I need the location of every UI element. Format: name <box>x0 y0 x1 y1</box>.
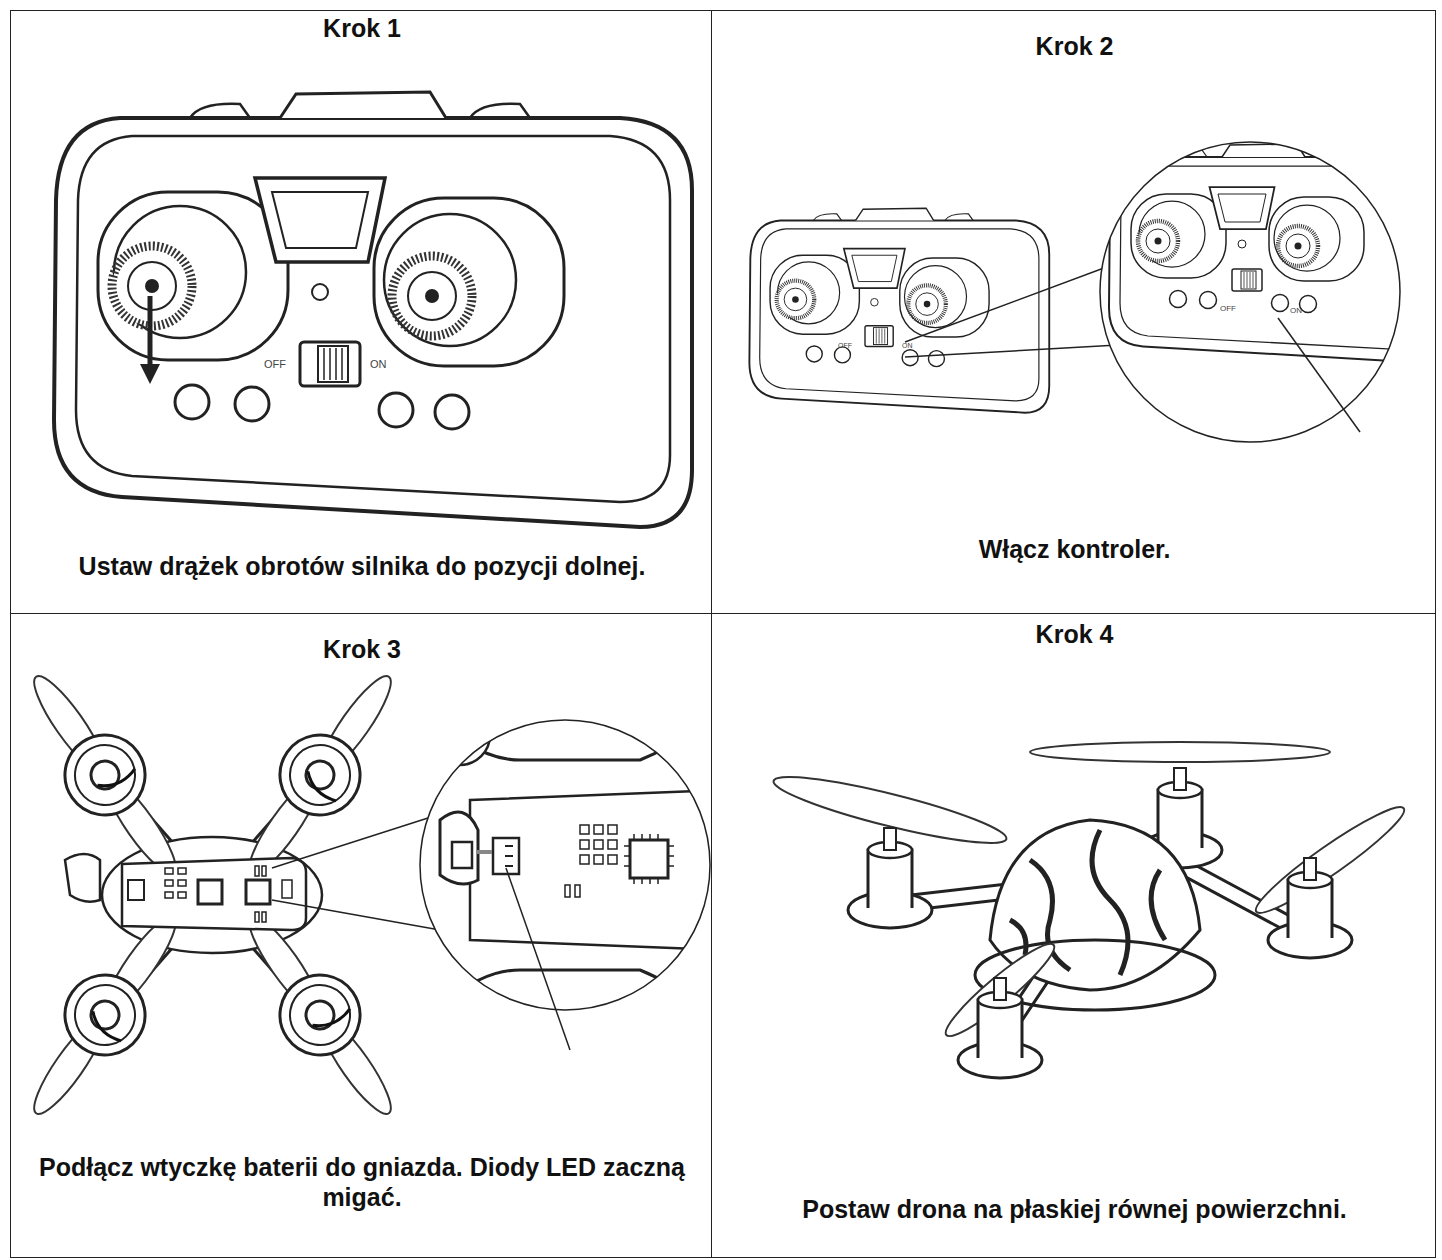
circuit-board <box>122 858 306 930</box>
rotor <box>1268 858 1352 958</box>
drone-perspective <box>770 742 1412 1078</box>
rotor-side-view <box>958 978 1042 1078</box>
rotor <box>3 654 206 896</box>
plug-arrow <box>476 850 492 854</box>
step-heading: Krok 3 <box>11 634 713 664</box>
switch-label: ON <box>370 358 387 370</box>
motor-guard <box>430 705 490 765</box>
rotor-side-view <box>1268 858 1352 958</box>
step-panel: Krok 4 Postaw drona na płaskiej równej po… <box>711 613 1436 1258</box>
battery-socket <box>128 880 144 900</box>
rotor-top-view <box>3 654 206 896</box>
step-panel: Krok 2 Włącz kontroler. <box>711 10 1436 614</box>
step-caption: Podłącz wtyczkę baterii do gniazda. Diod… <box>21 1152 703 1212</box>
zoom-content <box>1109 144 1428 362</box>
zoom-content <box>420 700 720 1030</box>
throttle-arrow-shaft <box>148 296 153 368</box>
step-caption: Postaw drona na płaskiej równej powierzc… <box>712 1194 1437 1224</box>
rotor <box>3 894 206 1136</box>
step-panel: Krok 3 Podłącz wtyczkę baterii do gniazda… <box>10 613 712 1258</box>
switch-label: OFF <box>264 358 286 370</box>
smd-components <box>565 825 617 897</box>
chip <box>198 880 222 904</box>
switch-label: OFF <box>1220 304 1236 313</box>
controller-illustration <box>1109 144 1428 362</box>
zoom-leader <box>272 900 440 930</box>
throttle-arrow-head <box>140 364 160 384</box>
battery-lead <box>440 812 478 884</box>
drone-top-view <box>3 654 421 1136</box>
circuit-board <box>470 790 720 950</box>
zoom-leader <box>905 262 1120 342</box>
zoom-circle <box>420 720 710 1010</box>
controller-illustration <box>54 92 692 527</box>
battery-plug <box>452 842 472 868</box>
step-heading: Krok 2 <box>712 31 1437 61</box>
zoom-circle <box>1100 142 1400 442</box>
chip-pins <box>624 834 674 884</box>
step-heading: Krok 1 <box>11 13 713 43</box>
smd-components <box>165 866 292 922</box>
battery-lead <box>65 854 100 902</box>
step-heading: Krok 4 <box>712 619 1437 649</box>
step-caption: Włącz kontroler. <box>712 534 1437 564</box>
rotor-top-view <box>3 894 206 1136</box>
switch-label: ON <box>902 342 913 349</box>
switch-label: ON <box>1290 306 1302 315</box>
drone-hull <box>102 837 322 953</box>
controller-illustration <box>749 208 1049 412</box>
rotor <box>848 828 932 928</box>
chip <box>630 840 668 878</box>
rotor-side-view <box>848 828 932 928</box>
switch-label: OFF <box>838 342 852 349</box>
step-caption: Ustaw drążek obrotów silnika do pozycji … <box>11 551 713 581</box>
chip <box>246 880 270 904</box>
zoom-leader <box>905 345 1118 357</box>
drone-frame <box>420 700 720 1030</box>
step-panel: Krok 1 Ustaw drążek obrotów silnika do po… <box>10 10 712 614</box>
zoom-leader <box>272 818 428 868</box>
pointer-line <box>506 868 570 1050</box>
rotor <box>958 978 1042 1078</box>
pointer-line <box>1278 318 1360 432</box>
propeller <box>1030 742 1330 762</box>
socket-pins <box>505 846 513 866</box>
